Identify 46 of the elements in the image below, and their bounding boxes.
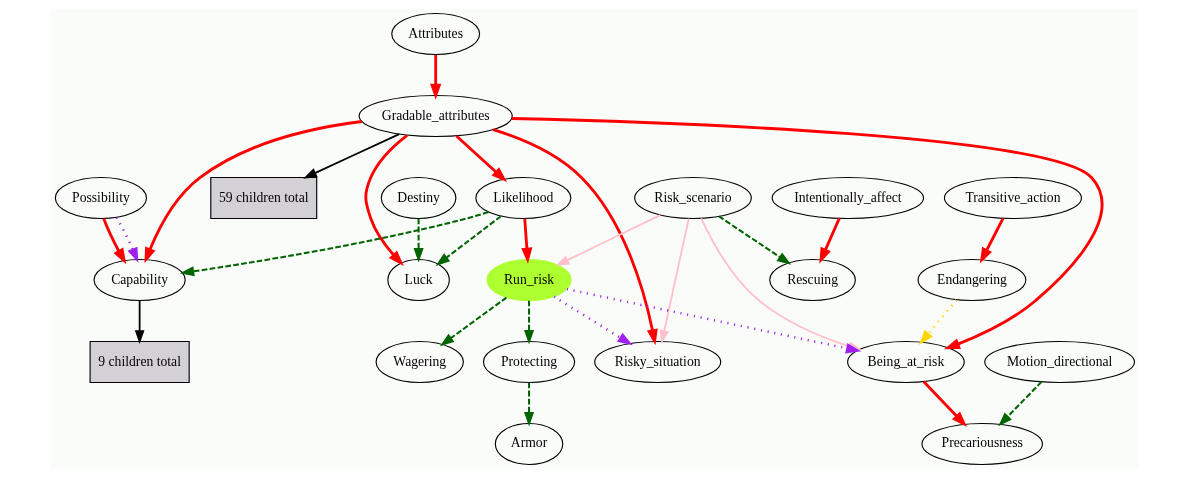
node-ellipse: Transitive_action <box>943 176 1082 219</box>
arrow <box>524 300 535 344</box>
arrow <box>979 217 1005 264</box>
node-ellipse: Destiny <box>380 176 457 219</box>
node-ellipse: Motion_directional <box>984 340 1136 383</box>
arrow <box>455 134 508 182</box>
arrow <box>102 217 127 264</box>
node-ellipse: Likelihood <box>475 176 572 219</box>
node-ellipse: Armor <box>494 422 564 465</box>
node-ellipse: Endangering <box>917 258 1027 301</box>
arrow <box>439 296 507 346</box>
arrow <box>134 299 145 344</box>
node-ellipse: Rescuing <box>769 258 856 301</box>
node-ellipse: Protecting <box>482 340 576 383</box>
arrow <box>430 54 442 100</box>
arrow <box>524 382 535 426</box>
arrow <box>364 133 408 266</box>
node-ellipse: Wagering <box>375 340 464 383</box>
arrow <box>303 132 401 179</box>
arrow <box>919 298 958 345</box>
arrow <box>922 380 968 427</box>
node-ellipse: Risky_situation <box>594 340 722 383</box>
node-ellipse: Precariousness <box>921 422 1043 465</box>
arrow <box>115 216 139 263</box>
arrow <box>413 218 424 262</box>
arrow <box>492 127 658 345</box>
arrow <box>144 119 363 263</box>
arrow <box>435 215 502 266</box>
node-ellipse: Risk_scenario <box>634 176 752 219</box>
node-ellipse: Attributes <box>391 12 481 55</box>
node-ellipse: Intentionally_affect <box>771 176 925 219</box>
node-box: 59 children total <box>210 176 318 219</box>
arrow <box>998 380 1043 426</box>
node-ellipse: Capability <box>93 258 186 301</box>
arrow <box>179 210 489 276</box>
node-box: 9 children total <box>89 340 190 383</box>
arrow <box>555 213 662 266</box>
arrow <box>718 215 792 265</box>
node-ellipse: Possibility <box>54 176 148 219</box>
arrow <box>521 218 533 264</box>
arrow <box>659 217 690 344</box>
node-ellipse: Run_risk <box>486 258 572 301</box>
node-ellipse: Luck <box>387 258 450 301</box>
arrow <box>819 217 841 264</box>
arrow <box>553 295 633 345</box>
node-ellipse: Gradable_attributes <box>358 94 513 137</box>
